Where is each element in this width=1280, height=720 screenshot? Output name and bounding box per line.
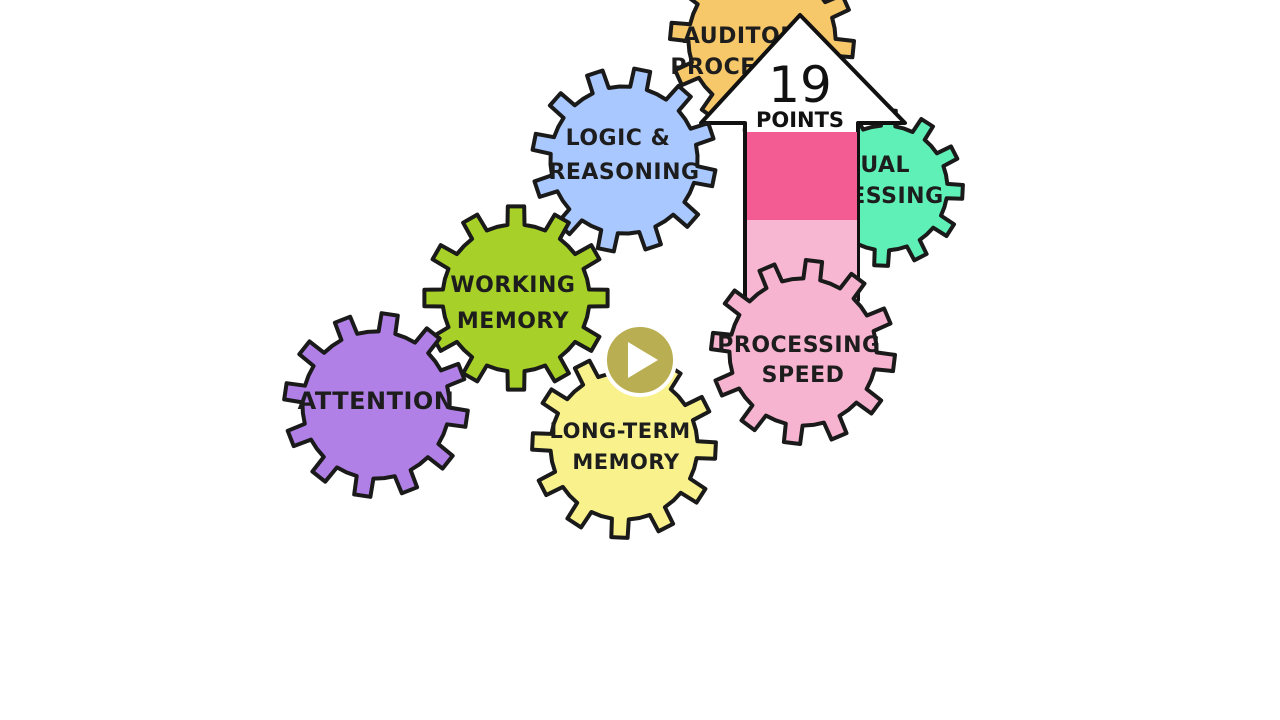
score-fill-top: [747, 132, 857, 220]
gear-logic-reasoning: Logic & Reasoning: [530, 66, 718, 254]
score-arrow: 19 Points: [699, 13, 907, 302]
gear-shape: [530, 66, 718, 254]
gear-label: Logic & Reasoning: [548, 126, 699, 185]
gear-attention: Attention: [282, 311, 470, 499]
play-icon: [628, 342, 658, 378]
gear-shape: [422, 204, 610, 392]
gear-processing-speed: Processing Speed: [709, 258, 897, 446]
gear-label: Processing Speed: [717, 333, 888, 388]
gear-label: Attention: [298, 387, 455, 415]
score-unit: Points: [756, 108, 844, 132]
score-value: 19: [768, 56, 832, 114]
gear-long-term-memory: Long-Term Memory: [530, 352, 718, 540]
gear-label: Long-Term Memory: [550, 419, 699, 474]
gear-working-memory: Working Memory: [422, 204, 610, 392]
gear-shape: [709, 258, 897, 446]
gear-label: Working Memory: [450, 273, 583, 334]
gear-shape: [282, 311, 470, 499]
play-button[interactable]: [603, 323, 677, 397]
